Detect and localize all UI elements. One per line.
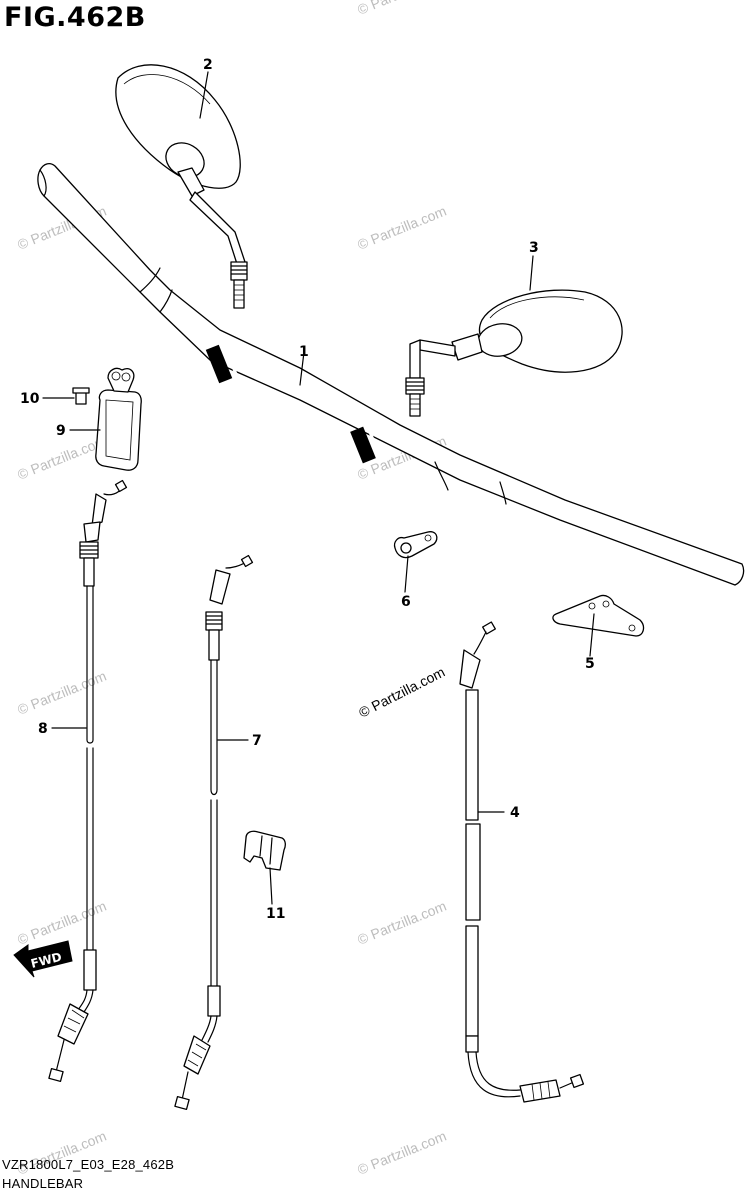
forward-direction-arrow: FWD [13,940,73,978]
watermark: © Partzilla.com [15,433,108,483]
watermark: © Partzilla.com [15,668,108,718]
cable-8-part [48,479,128,1083]
cable-4-part [459,621,585,1103]
figure-title: FIG.462B [4,2,146,33]
section-name: HANDLEBAR [2,1176,84,1191]
callout-labels: 1 2 3 4 5 6 7 8 9 10 11 [20,57,595,922]
callout-11: 11 [266,906,285,922]
watermark: © Partzilla.com [355,898,448,948]
callout-1: 1 [299,344,309,360]
watermark: © Partzilla.com [15,898,108,948]
watermark: © Partzilla.com [356,664,447,721]
watermark: © Partzilla.com [355,203,448,253]
diagram-code: VZR1800L7_E03_E28_462B [2,1157,175,1172]
bracket-part [552,594,645,637]
handlebar-part [37,163,745,586]
callout-4: 4 [510,805,520,821]
watermark: © Partzilla.com [355,0,448,18]
callout-9: 9 [56,423,66,439]
right-mirror-part [405,289,623,417]
callout-3: 3 [529,240,539,256]
clamp-part [393,531,438,559]
callout-7: 7 [252,733,262,749]
clip-part [243,830,286,871]
callout-2: 2 [203,57,213,73]
callout-8: 8 [38,721,48,737]
cable-7-part [174,554,254,1111]
left-mirror-part [115,64,248,309]
callout-5: 5 [585,656,595,672]
watermark: © Partzilla.com [355,1128,448,1178]
plate-and-bolt-part [72,367,142,471]
callout-10: 10 [20,391,40,407]
leader-lines [42,71,595,905]
callout-6: 6 [401,594,411,610]
